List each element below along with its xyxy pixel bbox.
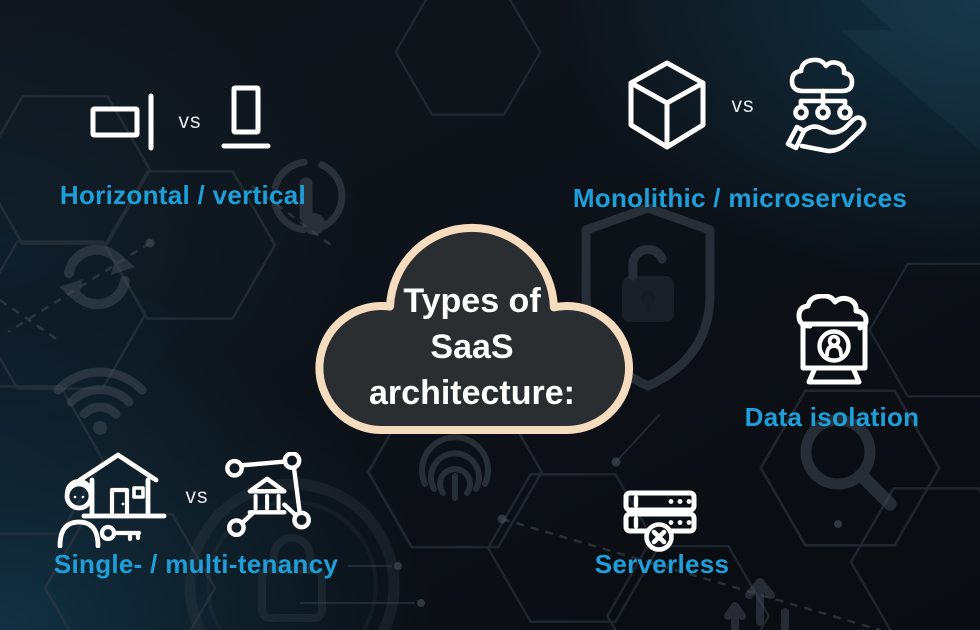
monolith-cube-icon: [626, 59, 708, 153]
upload-arrows-icon: [724, 578, 789, 630]
cloud-laptop-user-icon: [788, 294, 880, 390]
circuit-dots: [145, 238, 842, 607]
circuit-lines: [300, 413, 661, 604]
section-single-multi-tenancy-icons: vs: [42, 444, 324, 550]
vs-label: vs: [731, 94, 755, 117]
infographic-title: Types of SaaS architecture:: [287, 278, 657, 416]
wifi-icon: [53, 367, 147, 435]
section-data-isolation-icon: [788, 294, 880, 390]
label-monolithic-microservices: Monolithic / microservices: [572, 183, 908, 213]
fingerprint-icon: [419, 434, 491, 501]
label-data-isolation: Data isolation: [744, 402, 920, 432]
person-house-key-icon: [52, 446, 172, 548]
label-single-multi-tenancy: Single- / multi-tenancy: [53, 549, 339, 579]
faint-icons: [53, 158, 897, 630]
section-serverless-icon: [623, 490, 697, 552]
section-horizontal-vertical-icons: vs: [72, 80, 288, 164]
vs-label: vs: [185, 485, 209, 508]
microservices-cloud-hand-icon: [779, 54, 871, 158]
cloud-outline: [315, 223, 633, 435]
corner-arrow-decor: [840, 0, 980, 150]
cloud-title-shape: Types of SaaS architecture:: [287, 203, 657, 449]
vs-label: vs: [178, 110, 202, 133]
dashed-connectors: [0, 185, 881, 630]
label-serverless: Serverless: [594, 549, 730, 579]
networked-building-icon: [223, 452, 315, 542]
touch-pointer-icon: [270, 158, 346, 235]
refresh-icon: [59, 244, 135, 310]
title-line-1: Types of: [403, 282, 541, 320]
vertical-app-icon: [220, 85, 272, 159]
padlock-circle-icon: [184, 478, 400, 630]
crossed-out-server-icon: [623, 490, 697, 552]
title-line-3: architecture:: [369, 374, 575, 412]
label-horizontal-vertical: Horizontal / vertical: [59, 180, 307, 210]
section-monolithic-microservices-icons: vs: [598, 48, 898, 164]
search-icon: [800, 414, 897, 511]
title-line-2: SaaS: [430, 328, 514, 366]
horizontal-app-icon: [89, 92, 161, 152]
dark-patch: [0, 230, 190, 470]
